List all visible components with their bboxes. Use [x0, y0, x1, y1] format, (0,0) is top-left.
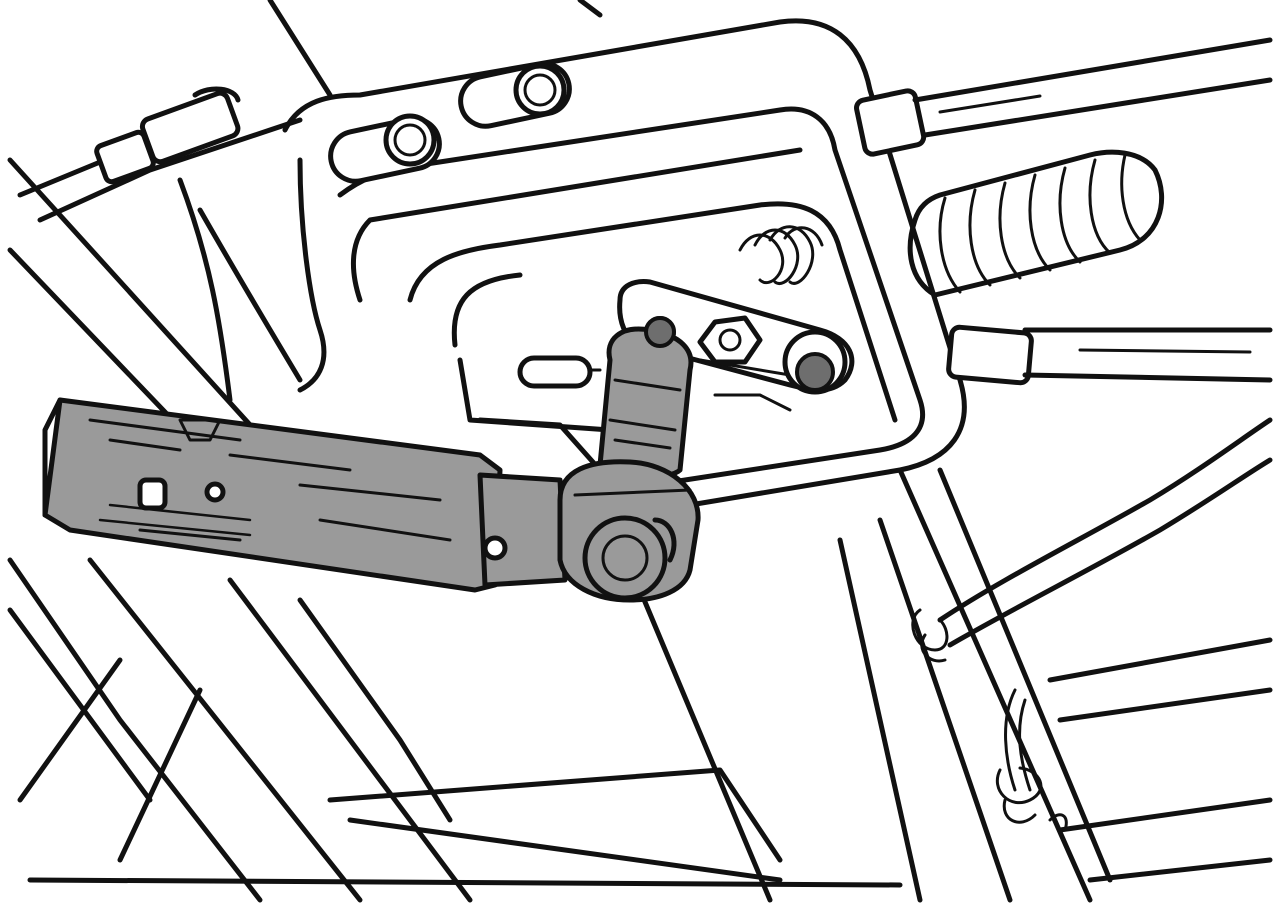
bracket-bolt-left	[383, 113, 437, 167]
linkage-bolt-right	[782, 329, 848, 395]
torque-wrench-tool	[42, 397, 503, 593]
mounting-bracket	[282, 18, 967, 523]
lower-shift-rod	[946, 324, 1273, 386]
bracket-bolt-right	[513, 63, 567, 117]
rubber-boot-bellows	[907, 149, 1165, 298]
vehicle-frame-lines	[7, 0, 1273, 903]
linkage-nut-center	[697, 315, 763, 365]
cable-connector-upper-left	[17, 86, 241, 198]
socket-extension	[597, 316, 694, 480]
inner-spring	[738, 225, 824, 285]
lower-cable-and-clips	[911, 417, 1273, 832]
wrench-extension-bar	[477, 472, 568, 588]
upper-shift-rod	[854, 37, 1273, 157]
socket-head-joint	[557, 459, 701, 603]
